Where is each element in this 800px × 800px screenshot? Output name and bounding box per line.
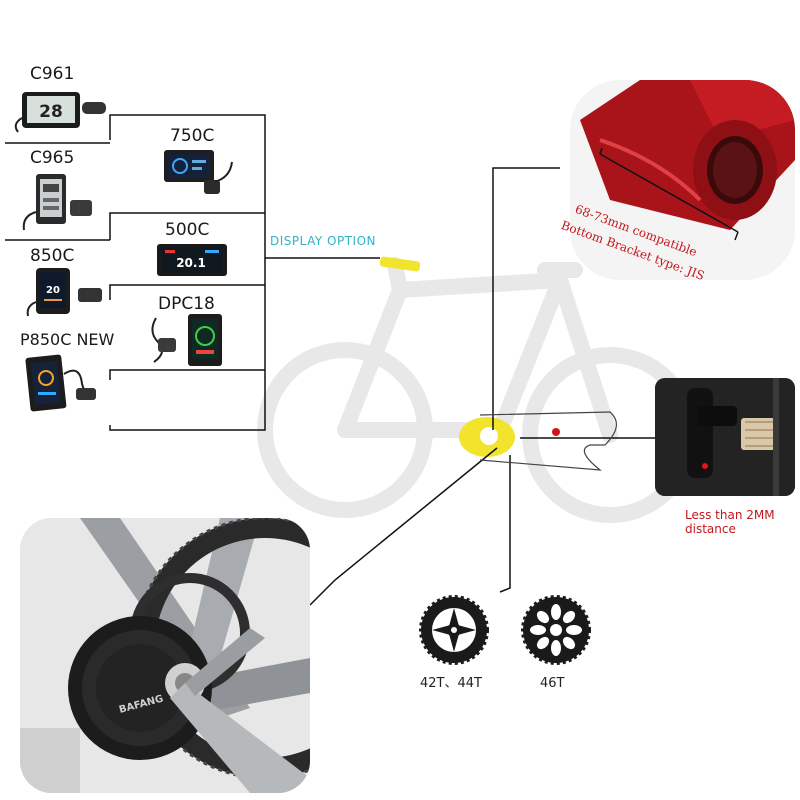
chainring-42t-44t-label: 42T、44T: [420, 676, 482, 691]
chainring-46t: [521, 595, 591, 665]
display-label-500c: 500C: [165, 220, 210, 240]
850c-display-image: 20: [26, 268, 102, 317]
display-label-850c: 850C: [30, 246, 75, 266]
chainring-46t-label: 46T: [540, 676, 565, 691]
dpc18-display-image: [151, 314, 222, 366]
750c-display-image: [164, 150, 233, 194]
sensor-distance-text-1: Less than 2MM: [685, 508, 775, 522]
c961-display-image: 28: [14, 92, 106, 133]
speed-sensor-photo: [655, 378, 795, 496]
display-label-dpc18: DPC18: [158, 294, 215, 314]
motor-closeup-photo: BAFANG: [20, 518, 310, 793]
display-label-c965: C965: [30, 148, 75, 168]
svg-text:20.1: 20.1: [176, 256, 206, 270]
svg-text:28: 28: [39, 102, 63, 122]
bottom-bracket-photo: [570, 80, 795, 280]
c965-display-image: [22, 174, 92, 231]
500c-display-image: 20.1: [157, 244, 227, 276]
display-label-p850c-new: P850C NEW: [20, 330, 115, 349]
display-label-750c: 750C: [170, 126, 215, 146]
display-label-c961: C961: [30, 64, 75, 84]
chainring-42t-44t: [419, 595, 489, 665]
p850c-new-display-image: [25, 354, 96, 412]
saddle-highlight: [379, 256, 421, 272]
sensor-distance-text-2: distance: [685, 522, 736, 536]
display-option-label: DISPLAY OPTION: [270, 234, 376, 248]
svg-text:20: 20: [46, 285, 60, 296]
